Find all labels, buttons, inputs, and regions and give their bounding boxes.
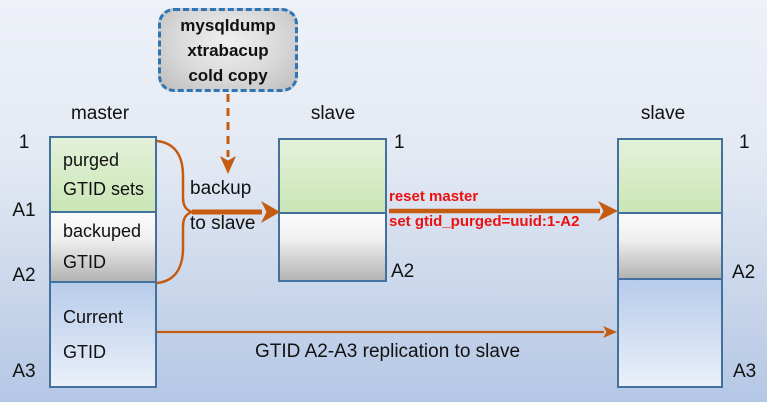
reset-master-command-line2: set gtid_purged=uuid:1-A2 [389,213,580,230]
master-backuped-line2: GTID [63,252,106,272]
backup-method-xtrabacup: xtrabacup [187,40,269,60]
slave2-current-section [619,278,721,386]
backup-method-cold-copy: cold copy [188,65,268,85]
slave2-gtid-label-a2: A2 [732,262,756,283]
slave2-backuped-section [619,212,721,278]
replication-arrow-label: GTID A2-A3 replication to slave [254,341,521,362]
master-gtid-label-a2: A2 [12,265,36,286]
slave1-title: slave [310,103,356,124]
slave1-gtid-label-1: 1 [394,132,405,153]
master-current-line2: GTID [63,341,106,362]
backup-methods-box: mysqldump xtrabacup cold copy [158,8,298,92]
backup-arrow-label-line1: backup [190,178,252,199]
slave1-box [278,138,387,282]
master-backuped-line1: backuped [63,221,142,241]
slave1-backuped-section [280,212,385,280]
master-gtid-label-a3: A3 [12,361,36,382]
master-sections-brace [156,139,196,285]
slave1-purged-section [280,140,385,212]
master-gtid-label-1: 1 [18,132,30,153]
backup-method-mysqldump: mysqldump [180,15,276,35]
master-current-section: Current GTID [51,281,155,386]
master-box: purged GTID sets backuped GTID Current G… [49,136,157,388]
backup-arrow-label-line2: to slave [190,213,256,234]
slave2-gtid-label-a3: A3 [733,361,757,382]
slave2-title: slave [640,103,686,124]
master-title: master [70,103,130,124]
slave2-gtid-label-1: 1 [739,132,750,153]
master-current-line1: Current [63,306,124,327]
master-gtid-label-a1: A1 [12,200,36,221]
reset-master-command-line1: reset master [389,188,479,205]
master-backuped-section: backuped GTID [51,211,155,281]
slave2-purged-section [619,140,721,212]
replication-arrow [157,326,617,338]
master-purged-section: purged GTID sets [51,138,155,211]
master-purged-line2: GTID sets [63,178,145,199]
slave2-box [617,138,723,388]
slave1-gtid-label-a2: A2 [391,261,415,282]
master-purged-line1: purged [63,149,120,170]
cold-backup-arrow [220,94,236,174]
